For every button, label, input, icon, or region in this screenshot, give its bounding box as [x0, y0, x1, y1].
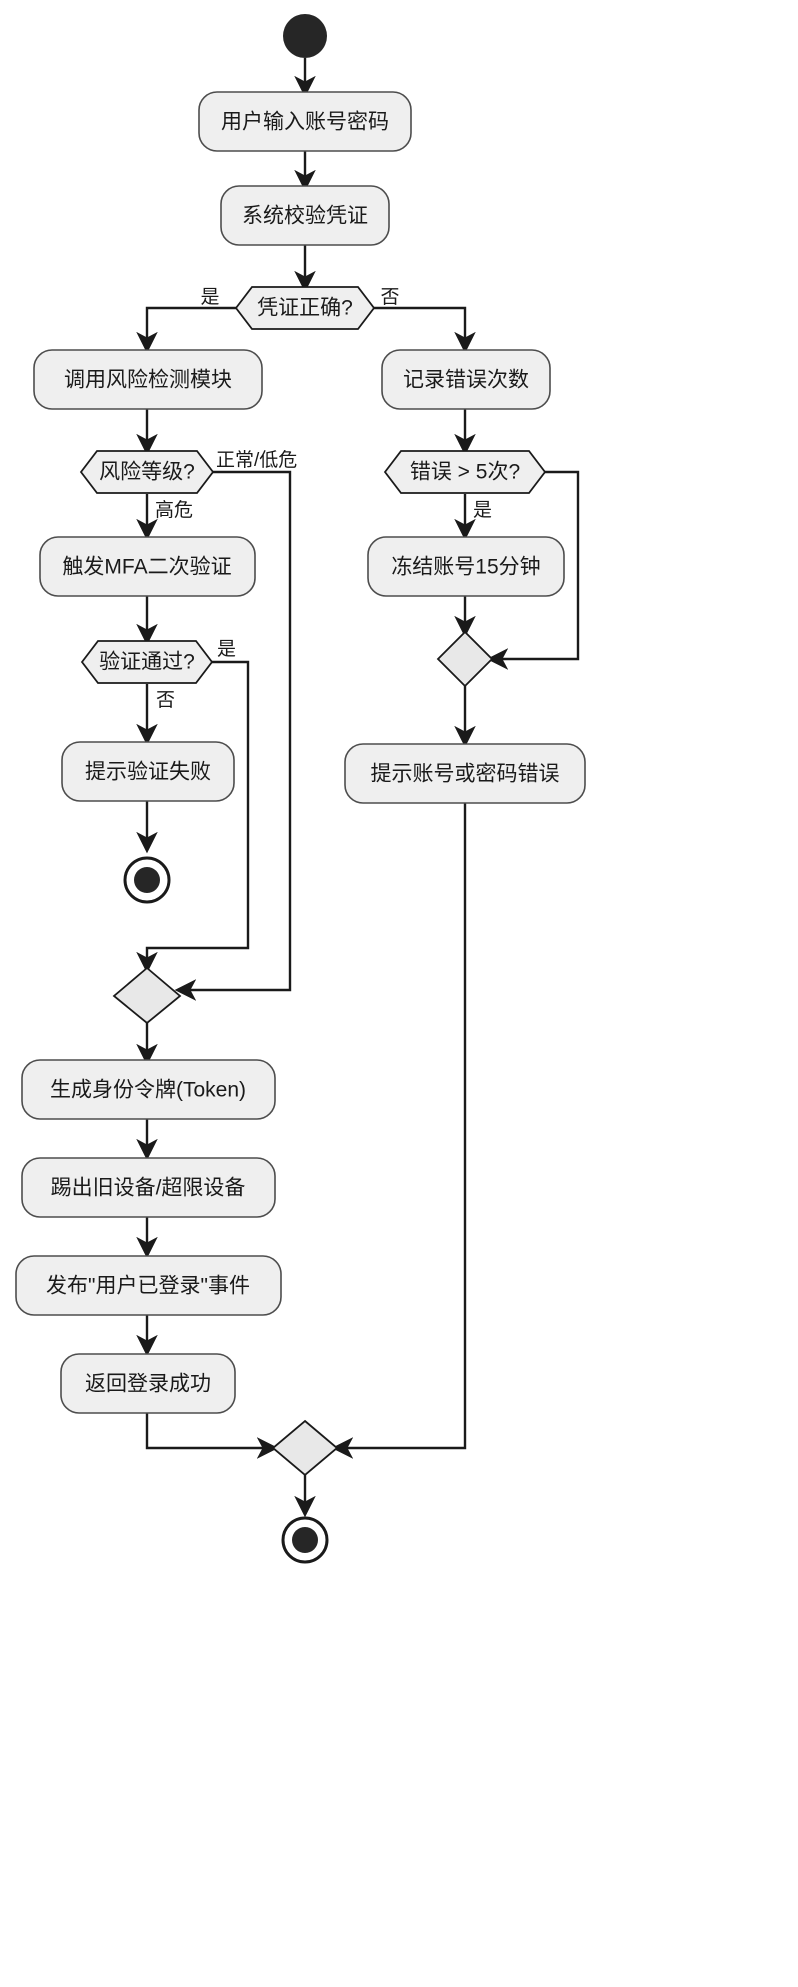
activity-node-a2[interactable]: 系统校验凭证: [220, 185, 390, 246]
end-node-final: [281, 1516, 329, 1564]
decision-d4-hexagon[interactable]: [80, 640, 214, 684]
merge-m2-diamond: [112, 966, 182, 1025]
activity-a6-label: 冻结账号15分钟: [391, 556, 540, 579]
activity-a12-label: 返回登录成功: [85, 1373, 211, 1396]
activity-node-a4[interactable]: 记录错误次数: [381, 349, 551, 410]
decision-node-d3[interactable]: 错误 > 5次? 是: [383, 450, 547, 521]
merge-m1-diamond: [436, 630, 494, 688]
activity-node-a6[interactable]: 冻结账号15分钟: [367, 536, 565, 597]
activity-node-a11[interactable]: 发布"用户已登录"事件: [15, 1255, 282, 1316]
activity-a8-box[interactable]: [344, 743, 586, 804]
activity-node-a5[interactable]: 触发MFA二次验证: [39, 536, 256, 597]
edge-a12-to-m3: [145, 1412, 279, 1459]
edge-d2-normal-to-m2: [174, 470, 292, 1001]
decision-d2-label: 风险等级?: [99, 461, 195, 484]
edge-d1-no-to-a4: [374, 306, 476, 354]
activity-a9-box[interactable]: [21, 1059, 276, 1120]
activity-node-a12[interactable]: 返回登录成功: [60, 1353, 236, 1414]
end-final-inner-dot: [292, 1527, 318, 1553]
edge-label-d3-yes: 是: [473, 500, 492, 521]
activity-node-a10[interactable]: 踢出旧设备/超限设备: [21, 1157, 276, 1218]
activity-a5-label: 触发MFA二次验证: [62, 556, 231, 579]
activity-a1-label: 用户输入账号密码: [221, 111, 389, 134]
edge-label-d4-no: 否: [156, 690, 175, 711]
end-final-outer-ring: [281, 1516, 329, 1564]
edges-layer: [136, 58, 580, 1518]
activity-node-a9[interactable]: 生成身份令牌(Token): [21, 1059, 276, 1120]
activity-a9-label: 生成身份令牌(Token): [50, 1079, 246, 1102]
decision-d1-label: 凭证正确?: [257, 297, 353, 320]
decision-d2-hexagon[interactable]: [79, 450, 215, 494]
edge-label-d1-yes: 是: [200, 287, 219, 308]
activity-a3-box[interactable]: [33, 349, 263, 410]
decision-d3-label: 错误 > 5次?: [410, 461, 520, 484]
end-mfa-inner-dot: [134, 867, 160, 893]
activity-a7-label: 提示验证失败: [85, 761, 211, 784]
activity-node-a3[interactable]: 调用风险检测模块: [33, 349, 263, 410]
activity-a2-label: 系统校验凭证: [242, 205, 368, 228]
decision-d1-hexagon[interactable]: [234, 286, 376, 330]
activity-node-a1[interactable]: 用户输入账号密码: [198, 91, 412, 152]
edge-label-d2-normal: 正常/低危: [216, 449, 297, 471]
activity-a7-box[interactable]: [61, 741, 235, 802]
decision-node-d4[interactable]: 验证通过? 是 否: [80, 639, 236, 711]
activity-a4-box[interactable]: [381, 349, 551, 410]
activity-a4-label: 记录错误次数: [403, 369, 529, 392]
edge-label-d1-no: 否: [380, 287, 399, 308]
edge-d1-yes-to-a3: [136, 306, 236, 354]
merge-m3-diamond: [271, 1419, 339, 1477]
decision-d4-label: 验证通过?: [99, 651, 195, 674]
end-mfa-outer-ring: [123, 856, 171, 904]
edge-label-d2-high: 高危: [155, 499, 193, 521]
activity-a1-box[interactable]: [198, 91, 412, 152]
activity-a8-label: 提示账号或密码错误: [371, 763, 560, 786]
merge-node-m2: [112, 966, 182, 1025]
start-node: [283, 14, 327, 58]
merge-node-m3: [271, 1419, 339, 1477]
decision-d3-hexagon[interactable]: [383, 450, 547, 494]
activity-a11-box[interactable]: [15, 1255, 282, 1316]
activity-node-a7[interactable]: 提示验证失败: [61, 741, 235, 802]
activity-a2-box[interactable]: [220, 185, 390, 246]
decision-node-d2[interactable]: 风险等级? 正常/低危 高危: [79, 449, 297, 521]
end-node-mfa-failed: [123, 856, 171, 904]
merge-node-m1: [436, 630, 494, 688]
activity-a10-box[interactable]: [21, 1157, 276, 1218]
edge-label-d4-yes: 是: [217, 639, 236, 660]
edge-d4-yes-to-m2: [136, 660, 250, 974]
start-circle: [283, 14, 327, 58]
decision-node-d1[interactable]: 凭证正确? 是 否: [200, 286, 400, 330]
activity-node-a8[interactable]: 提示账号或密码错误: [344, 743, 586, 804]
activity-a11-label: 发布"用户已登录"事件: [46, 1275, 250, 1298]
activity-a12-box[interactable]: [60, 1353, 236, 1414]
activity-a3-label: 调用风险检测模块: [64, 369, 232, 392]
edge-d3-to-m1: [486, 470, 580, 670]
activity-a10-label: 踢出旧设备/超限设备: [51, 1177, 246, 1200]
activity-a6-box[interactable]: [367, 536, 565, 597]
activity-a5-box[interactable]: [39, 536, 256, 597]
edge-a8-to-m3: [331, 803, 467, 1459]
